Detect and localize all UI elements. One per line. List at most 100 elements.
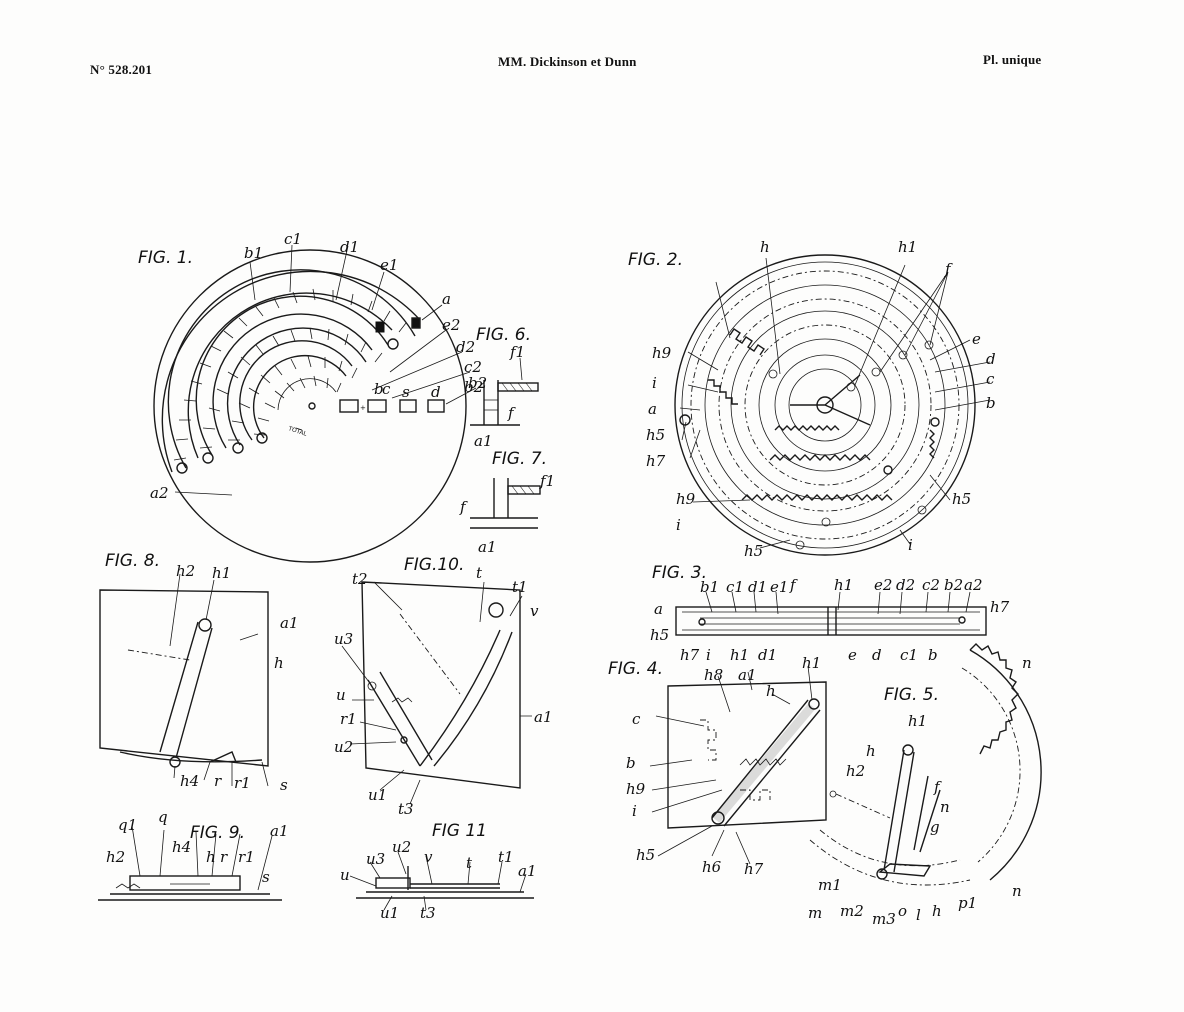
fig4-ref-h: h [766,682,776,700]
fig1-ref-b2: b2 [464,378,483,396]
fig9-title: FIG. 9. [190,823,245,843]
fig9-ref-r: r [220,848,228,866]
fig8-ref-h1: h1 [212,564,231,582]
fig1-scale-arc-e [239,340,353,441]
fig11-title: FIG 11 [432,821,487,841]
fig1-box-label-b: b [374,380,384,398]
fig2-reference-leaders [679,257,991,549]
fig10-ref-t: t [476,564,483,582]
fig11-ref-t1: t1 [498,848,514,866]
figure-6-section: FIG. 6. f1 b2 f a1 [468,325,539,450]
fig8-ref-r1: r1 [234,774,251,792]
fig1-ref-c2: c2 [464,358,482,376]
fig1-title: FIG. 1. [138,248,193,268]
fig5-ref-g: g [930,818,940,836]
fig9-ref-h: h [206,848,216,866]
fig4-lever [711,699,821,827]
fig4-ref-h9: h9 [626,780,646,798]
fig5-outer-rack [969,649,1042,881]
fig5-ref-n-bottom: n [1012,882,1022,900]
fig1-ref-c1: c1 [284,230,302,248]
figure-3-section: FIG. 3. b1 c1 d1 e1 h1 e2 d2 c2 b2 a2 h7… [650,563,1010,664]
fig3-ref-e2: e2 [874,576,892,594]
fig8-ref-h2: h2 [176,562,195,580]
fig5-pawl [878,863,932,877]
fig6-ref-a1: a1 [474,432,493,450]
fig8-ref-r: r [214,772,222,790]
fig1-slider-end-c [202,452,214,464]
fig3-ref-h7-bottom: h7 [680,646,700,664]
fig3-ref-c1-bottom: c1 [900,646,918,664]
fig5-ref-h: h [866,742,876,760]
fig6-ref-b2: b2 [468,374,487,392]
fig2-title: FIG. 2. [628,250,683,270]
fig10-ref-u1: u1 [368,786,387,804]
fig1-window-2 [367,399,387,413]
fig10-ref-t1: t1 [512,578,528,596]
fig10-ref-v: v [530,602,539,620]
fig7-ref-f1: f1 [539,472,555,490]
fig2-rack-upper [729,328,765,356]
fig10-title: FIG.10. [404,555,464,575]
fig1-slider-tip-b [411,317,421,329]
fig7-title: FIG. 7. [492,449,547,469]
fig2-outer-disc [674,254,976,556]
fig2-rack-right [929,429,935,459]
fig1-window-4 [427,399,445,413]
fig9-ref-h2: h2 [106,848,125,866]
figure-10-detail: FIG.10. t2 t t1 v u3 u r1 u2 u1 t3 a1 [334,555,553,818]
inventor-names: MM. Dickinson et Dunn [498,54,637,69]
fig3-ref-e1: e1 [770,578,788,596]
fig5-ref-f: f [933,778,942,796]
fig1-ref-a: a [442,290,451,308]
fig2-ref-h5: h5 [646,426,665,444]
plate-label: Pl. unique [983,52,1042,67]
fig4-ref-h1: h1 [802,654,821,672]
figure-8-detail: FIG. 8. h2 h1 a1 h h4 r r1 s [99,551,299,794]
fig2-ref-f-bottom: f [789,576,798,594]
fig3-casing [675,606,987,636]
fig10-ref-u: u [336,686,346,704]
fig5-ref-n-top: n [1022,654,1032,672]
fig5-ref-m3: m3 [872,910,896,928]
fig5-ref-m1: m1 [818,876,842,894]
fig1-ref-e2: e2 [442,316,460,334]
fig3-ref-c2: c2 [922,576,940,594]
fig3-ref-i: i [706,646,711,664]
fig11-ref-t: t [466,854,473,872]
fig8-ref-a1: a1 [280,614,299,632]
fig11-ref-u2: u2 [392,838,411,856]
fig5-lever [883,749,915,873]
fig9-ref-s: s [262,868,270,886]
fig11-bar [410,883,500,889]
fig1-scale-arc-d-inner [226,327,367,446]
fig1-slider-end-d [232,442,244,454]
fig1-scale-arc-c-inner [195,295,389,456]
fig2-rack-inner [774,425,840,431]
fig2-rack-lower [741,494,893,501]
fig2-ref-h: h [760,238,770,256]
fig4-ref-a1: a1 [738,666,757,684]
fig2-ref-h5-bottom: h5 [744,542,763,560]
fig3-ref-d1: d1 [748,578,767,596]
fig5-rack-teeth [969,643,1019,755]
fig9-ref-h4: h4 [172,838,191,856]
fig1-ref-e1: e1 [380,256,398,274]
fig1-box-label-s: s [402,383,410,401]
fig1-scale-arc-b [161,270,421,473]
fig3-ref-c1: c1 [726,578,744,596]
fig5-ref-h-bottom: h [932,902,942,920]
fig4-ref-h5: h5 [636,846,655,864]
fig9-ref-q: q [158,808,168,826]
fig8-ref-h: h [274,654,284,672]
fig8-plate [99,589,269,767]
fig4-ref-c: c [632,710,641,728]
figure-7-section: FIG. 7. f1 f a1 [459,449,555,556]
fig1-scale-arc-e-inner [252,354,347,439]
fig1-window-3 [399,399,417,413]
fig2-ref-h5-right: h5 [952,490,971,508]
fig5-ref-h1: h1 [908,712,927,730]
fig4-ref-b: b [626,754,636,772]
fig5-ref-m: m [808,904,822,922]
fig1-total-label: TOTAL [286,425,308,438]
